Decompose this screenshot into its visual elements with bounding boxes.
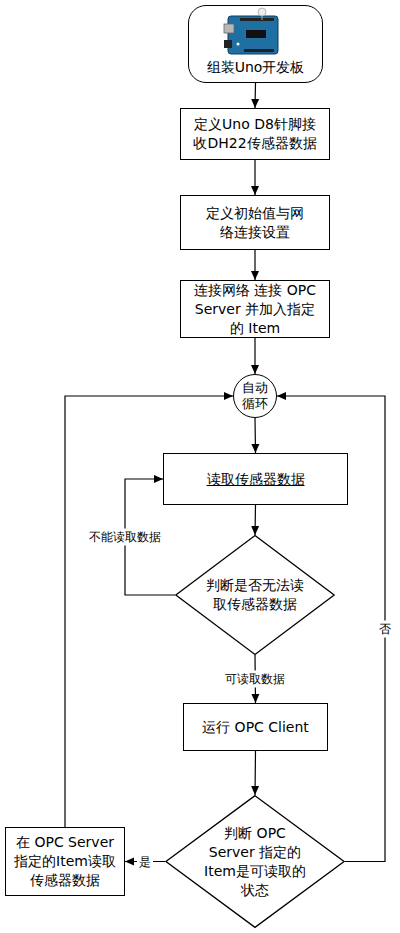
edge-label: 不能读取数据 — [87, 529, 163, 546]
decision-diamond: 判断 OPC Server 指定的Item是可读取的状态 — [165, 795, 345, 928]
node-text: 判断 OPC Server 指定的Item是可读取的状态 — [200, 824, 310, 900]
edge-label: 否 — [377, 620, 393, 637]
process-box: 运行 OPC Client — [183, 703, 328, 751]
node-text: 组装Uno开发板 — [193, 58, 318, 77]
process-box: 连接网络 连接 OPC Server 并加入指定的 Item — [180, 280, 330, 338]
flow-arrow — [254, 160, 255, 195]
flow-arrow — [254, 250, 255, 280]
node-text: 在 OPC Server 指定的Item读取传感器数据 — [11, 833, 119, 890]
decision-diamond: 判断是否无法读取传感器数据 — [175, 535, 335, 655]
edge-label: 可读取数据 — [223, 671, 287, 688]
flow-arrow — [254, 751, 256, 795]
node-text: 自动循环 — [241, 380, 269, 412]
flow-arrow — [254, 83, 256, 108]
diamond-outline — [175, 535, 335, 655]
edge-label: 是 — [137, 853, 153, 870]
start-terminal: 组装Uno开发板 — [188, 5, 323, 83]
node-text: 定义初始值与网络连接设置 — [205, 204, 305, 242]
diamond-outline — [165, 795, 345, 928]
node-text: 连接网络 连接 OPC Server 并加入指定的 Item — [191, 281, 319, 338]
flow-arrow — [254, 418, 256, 453]
process-box: 定义初始值与网络连接设置 — [180, 195, 330, 250]
arduino-board-illustration — [224, 8, 278, 54]
node-text: 判断是否无法读取传感器数据 — [205, 576, 305, 614]
process-box: 在 OPC Server 指定的Item读取传感器数据 — [5, 827, 125, 896]
node-text: 定义Uno D8针脚接收DH22传感器数据 — [189, 115, 321, 153]
node-text: 读取传感器数据 — [176, 470, 336, 489]
node-text: 运行 OPC Client — [191, 718, 321, 737]
process-box: 定义Uno D8针脚接收DH22传感器数据 — [180, 108, 330, 160]
loop-connector: 自动循环 — [233, 374, 277, 418]
flow-arrow — [254, 505, 256, 535]
flow-arrow — [254, 338, 255, 374]
process-box: 读取传感器数据 — [163, 453, 348, 505]
